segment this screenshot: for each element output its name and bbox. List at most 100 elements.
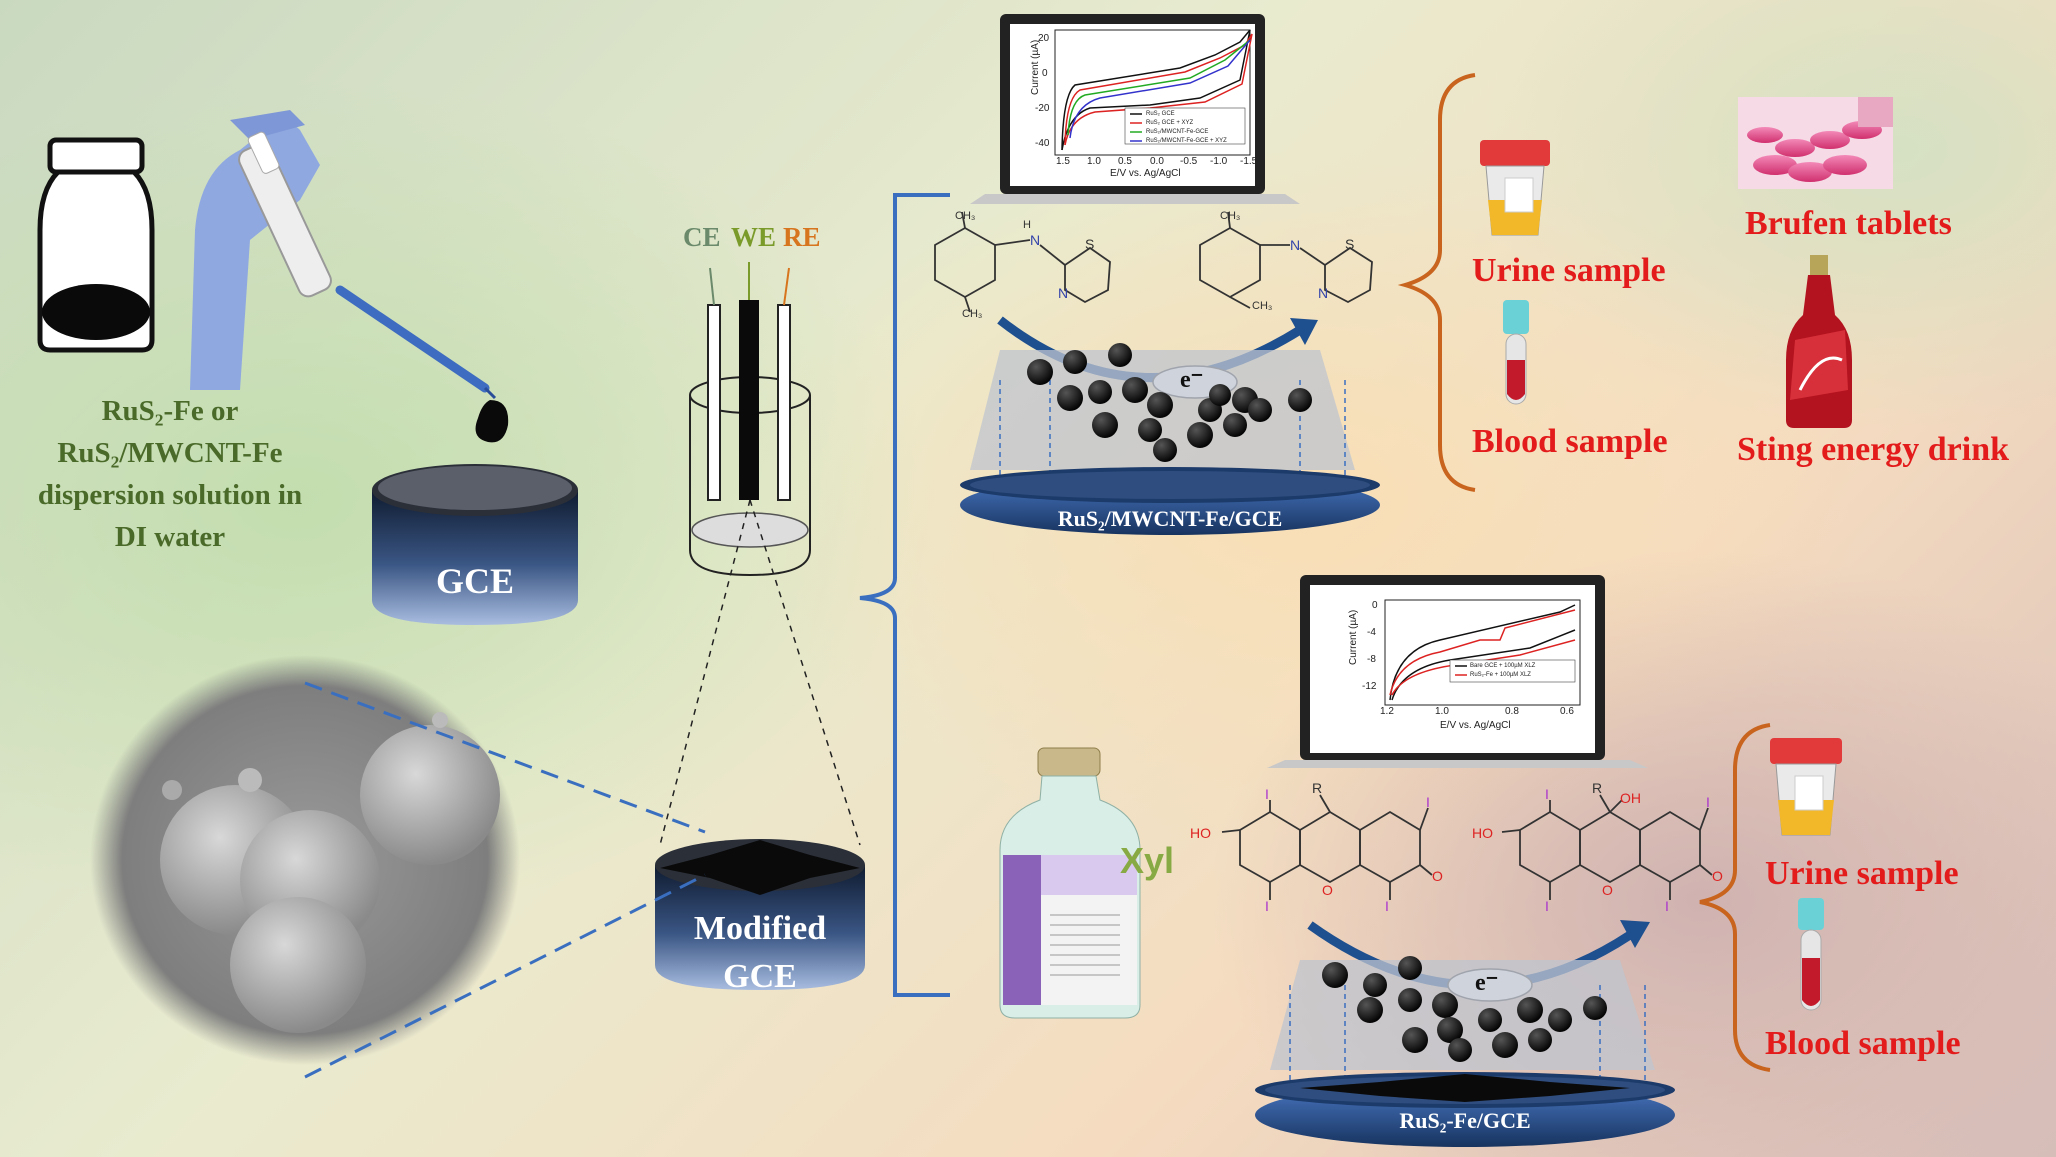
plate-bottom-label: RuS₂-Fe/GCE bbox=[1399, 1108, 1531, 1133]
chart-top-xtick: -0.5 bbox=[1180, 156, 1198, 167]
laptop-top-icon bbox=[970, 14, 1300, 204]
chart-bottom-xtick: 1.0 bbox=[1435, 706, 1449, 717]
cv-chart-top bbox=[1054, 29, 1253, 156]
sulfur-label: S bbox=[1085, 236, 1095, 252]
iodine-label: I bbox=[1265, 898, 1269, 914]
methyl-label: CH₃ bbox=[955, 210, 976, 222]
chart-top-legend-entry: RuS₂ GCE + XYZ bbox=[1146, 120, 1194, 126]
chart-bottom-ytick: -4 bbox=[1367, 627, 1376, 638]
chart-top-ytick: -20 bbox=[1035, 103, 1050, 114]
nanoparticles-bottom bbox=[1322, 956, 1607, 1062]
hydrogen-label: H bbox=[1023, 219, 1031, 231]
substituent-label: R bbox=[1592, 780, 1603, 796]
chart-bottom-xtick: 0.6 bbox=[1560, 706, 1574, 717]
chart-top-legend-entry: RuS₂/MWCNT-Fe-GCE bbox=[1146, 129, 1209, 135]
chart-bottom-xtick: 0.8 bbox=[1505, 706, 1519, 717]
chart-top-xtick: 0.0 bbox=[1150, 156, 1164, 167]
iodine-label: I bbox=[1706, 794, 1710, 810]
blood-sample-top-label: Blood sample bbox=[1472, 423, 1668, 460]
molecule-erythrosine-right bbox=[1501, 794, 1713, 900]
electrochemical-cell-icon bbox=[659, 262, 861, 846]
oxygen-label: O bbox=[1712, 868, 1723, 884]
modified-gce-label-line2: GCE bbox=[723, 958, 797, 995]
re-label: RE bbox=[783, 222, 821, 252]
gce-label: GCE bbox=[435, 561, 514, 601]
molecule-xylazine-top-product bbox=[1199, 211, 1373, 309]
brufen-tablets-label: Brufen tablets bbox=[1745, 205, 1952, 242]
urine-cup-icon-bottom bbox=[1770, 738, 1842, 836]
oxygen-label: O bbox=[1602, 882, 1613, 898]
urine-sample-bottom-label: Urine sample bbox=[1765, 855, 1959, 892]
ce-label: CE bbox=[683, 222, 721, 252]
iodine-label: I bbox=[1385, 898, 1389, 914]
urine-cup-icon-top bbox=[1480, 140, 1550, 236]
oxygen-label: O bbox=[1432, 868, 1443, 884]
nitrogen-label: N bbox=[1290, 237, 1301, 253]
hydroxyl-label: OH bbox=[1620, 790, 1641, 806]
modified-gce-label-line1: Modified bbox=[693, 910, 827, 947]
chart-top-ytick: 20 bbox=[1038, 33, 1050, 44]
chart-top-legend-entry: RuS₂ GCE bbox=[1146, 111, 1175, 117]
methyl-label: CH₃ bbox=[1252, 300, 1273, 312]
cv-chart-bottom bbox=[1384, 599, 1581, 706]
electrode-plate-bottom bbox=[1255, 1072, 1675, 1147]
chart-bottom-xtick: 1.2 bbox=[1380, 706, 1394, 717]
electron-label-top: e⁻ bbox=[1180, 367, 1204, 393]
chart-bottom-legend-entry: RuS₂-Fe + 100µM XLZ bbox=[1470, 672, 1531, 678]
sting-drink-icon bbox=[1786, 255, 1852, 428]
arrow-head-bottom bbox=[1620, 920, 1650, 948]
blood-sample-bottom-label: Blood sample bbox=[1765, 1025, 1961, 1062]
electrode-plate-top bbox=[960, 467, 1380, 535]
chart-bottom-ylabel: Current (µA) bbox=[1348, 609, 1359, 665]
iodine-label: I bbox=[1545, 898, 1549, 914]
iodine-label: I bbox=[1665, 898, 1669, 914]
plate-top-label: RuS₂/MWCNT-Fe/GCE bbox=[1057, 506, 1283, 531]
blue-bracket bbox=[859, 193, 950, 997]
chart-top-xtick: 1.0 bbox=[1087, 156, 1101, 167]
orange-bracket-top bbox=[1397, 73, 1476, 492]
iodine-label: I bbox=[1426, 794, 1430, 810]
electron-label-bottom: e⁻ bbox=[1475, 970, 1499, 996]
chart-top-xtick: -1.5 bbox=[1240, 156, 1258, 167]
pipette-icon bbox=[190, 110, 509, 443]
xyl-bottle-label: Xyl bbox=[1120, 840, 1175, 881]
dispersion-label: RuS₂-Fe or RuS₂/MWCNT-Fe dispersion solu… bbox=[37, 395, 303, 553]
chart-bottom-ytick: -8 bbox=[1367, 654, 1376, 665]
oxygen-label: O bbox=[1322, 882, 1333, 898]
nitrogen-label: N bbox=[1318, 285, 1329, 301]
chart-top-xtick: 1.5 bbox=[1056, 156, 1070, 167]
blood-tube-icon-top bbox=[1503, 300, 1529, 405]
arrow-head-top bbox=[1290, 318, 1318, 345]
molecule-xylazine-top bbox=[934, 211, 1111, 313]
we-label: WE bbox=[731, 222, 777, 252]
xylazine-bottle-icon bbox=[999, 747, 1141, 1019]
modified-gce-electrode-icon bbox=[655, 839, 865, 990]
gce-electrode-icon bbox=[372, 464, 578, 625]
hydroxyl-label: HO bbox=[1472, 825, 1493, 841]
nitrogen-label: N bbox=[1058, 285, 1069, 301]
chart-top-legend-entry: RuS₂/MWCNT-Fe-GCE + XYZ bbox=[1146, 138, 1227, 144]
iodine-label: I bbox=[1545, 786, 1549, 802]
urine-sample-top-label: Urine sample bbox=[1472, 252, 1666, 289]
brufen-tablets-icon bbox=[1738, 97, 1893, 189]
chart-bottom-xlabel: E/V vs. Ag/AgCl bbox=[1440, 720, 1511, 731]
hydroxyl-label: HO bbox=[1190, 825, 1211, 841]
nanoparticles-top bbox=[1027, 343, 1312, 462]
chart-top-ylabel: Current (µA) bbox=[1030, 39, 1041, 95]
sting-drink-label: Sting energy drink bbox=[1737, 431, 2010, 468]
sample-jar-icon bbox=[37, 137, 155, 353]
chart-top-ytick: -40 bbox=[1035, 138, 1050, 149]
nitrogen-label: N bbox=[1030, 232, 1041, 248]
chart-top-ytick: 0 bbox=[1042, 68, 1048, 79]
sulfur-label: S bbox=[1345, 236, 1355, 252]
chart-bottom-legend-entry: Bare GCE + 100µM XLZ bbox=[1470, 663, 1536, 669]
methyl-label: CH₃ bbox=[962, 308, 983, 320]
blood-tube-icon-bottom bbox=[1798, 898, 1824, 1011]
chart-top-xtick: -1.0 bbox=[1210, 156, 1228, 167]
chart-top-xlabel: E/V vs. Ag/AgCl bbox=[1110, 168, 1181, 179]
chart-bottom-ytick: 0 bbox=[1372, 600, 1378, 611]
molecule-erythrosine-left bbox=[1221, 794, 1433, 900]
sem-micrograph bbox=[90, 655, 706, 1079]
